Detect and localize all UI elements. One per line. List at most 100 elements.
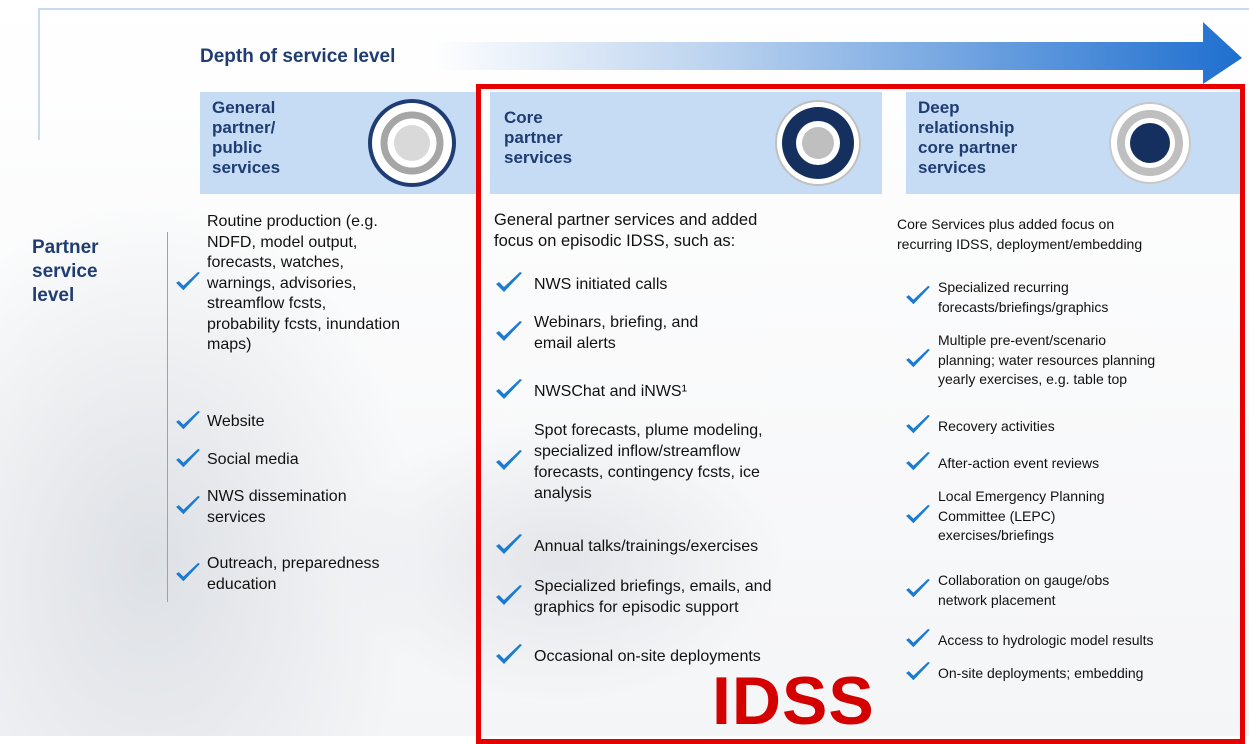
navy-ring-icon <box>775 100 861 186</box>
list-item-line: NWSChat and iNWS¹ <box>534 383 687 400</box>
check-wrapper <box>494 643 524 667</box>
check-wrapper <box>494 271 524 295</box>
list-item-line: streamflow fcsts, <box>207 295 327 312</box>
row-label-line: level <box>32 285 75 306</box>
list-item-line: Occasional on-site deployments <box>534 648 761 665</box>
checkmark-icon <box>496 321 522 341</box>
list-item-line: Multiple pre-event/scenario <box>938 332 1107 348</box>
list-item-line: Committee (LEPC) <box>938 507 1056 524</box>
check-wrapper <box>904 628 932 650</box>
list-item-line: yearly exercises, e.g. table top <box>938 371 1128 387</box>
list-item-line: warnings, advisories, <box>207 274 357 292</box>
intro-line: focus on episodic IDSS, such as: <box>494 232 736 250</box>
list-item-line: Specialized recurring <box>938 279 1069 295</box>
checkmark-icon <box>176 448 200 468</box>
list-item-line: Spot forecasts, plume modeling, <box>534 422 763 439</box>
depth-arrow <box>428 22 1242 84</box>
header-title: Core partner services <box>504 108 572 168</box>
list-item-text: Social media <box>207 450 299 471</box>
title-line: services <box>918 158 987 177</box>
list-item-line: specialized inflow/streamflow <box>534 443 741 460</box>
list-item-line: network placement <box>938 591 1056 608</box>
checkmark-icon <box>906 285 930 305</box>
checkmark-icon <box>496 644 522 664</box>
light-gray-ring-icon <box>368 99 456 187</box>
arrow-title: Depth of service level <box>200 46 396 67</box>
checkmark-icon <box>496 272 522 292</box>
list-item-line: Annual talks/trainings/exercises <box>534 538 759 555</box>
check-wrapper <box>174 410 202 432</box>
list-item-line: Outreach, preparedness <box>207 555 380 572</box>
checkmark-icon <box>496 585 522 605</box>
list-item-line: email alerts <box>534 335 616 352</box>
checkmark-icon <box>176 562 200 582</box>
checkmark-icon <box>176 271 200 291</box>
checkmark-icon <box>906 504 930 524</box>
row-label-line: service <box>32 261 98 282</box>
check-wrapper <box>904 348 932 370</box>
checkmark-icon <box>176 495 200 515</box>
check-wrapper <box>904 451 932 473</box>
list-item-line: NWS dissemination <box>207 488 347 505</box>
checkmark-icon <box>906 628 930 648</box>
check-wrapper <box>174 271 202 293</box>
list-item-line: Social media <box>207 451 299 468</box>
check-wrapper <box>494 449 524 473</box>
list-item-text: Collaboration on gauge/obs network placem… <box>938 571 1109 610</box>
check-wrapper <box>494 533 524 557</box>
check-wrapper <box>904 661 932 683</box>
checkmark-icon <box>906 414 930 434</box>
check-wrapper <box>494 320 524 344</box>
list-item-text: Routine production (e.g.NDFD, model outp… <box>207 212 400 356</box>
list-item-text: Annual talks/trainings/exercises <box>534 536 758 557</box>
core-intro: General partner services and added focus… <box>494 210 757 252</box>
check-wrapper <box>904 578 932 600</box>
checkmark-icon <box>906 661 930 681</box>
list-item-line: Webinars, briefing, and <box>534 314 699 331</box>
top-frame-lines <box>38 8 1249 140</box>
list-item-line: Collaboration on gauge/obs <box>938 572 1110 588</box>
list-item-text: After-action event reviews <box>938 454 1099 474</box>
row-label: Partner service level <box>32 236 99 308</box>
check-wrapper <box>904 414 932 436</box>
list-item-line: NWS initiated calls <box>534 276 668 293</box>
list-item-line: forecasts, watches, <box>207 254 344 271</box>
list-item-line: forecasts, contingency fcsts, ice <box>534 464 760 481</box>
list-item-line: graphics for episodic support <box>534 599 739 616</box>
core-services-header: Core partner services <box>490 92 882 194</box>
checkmark-icon <box>906 451 930 471</box>
list-item-line: exercises/briefings <box>938 527 1054 543</box>
checkmark-icon <box>906 348 930 368</box>
title-line: relationship <box>918 118 1015 137</box>
title-line: partner <box>504 128 563 147</box>
header-title: Deep relationship core partner services <box>918 98 1017 178</box>
navy-dot-target-icon <box>1109 102 1191 184</box>
list-item-text: Specialized briefings, emails, and graphi… <box>534 576 771 618</box>
intro-line: Core Services plus added focus on <box>897 216 1115 232</box>
list-item-line: Local Emergency Planning <box>938 488 1105 504</box>
list-item-text: On-site deployments; embedding <box>938 664 1143 684</box>
intro-line: General partner services and added <box>494 211 758 229</box>
list-item-line: Access to hydrologic model results <box>938 632 1154 648</box>
list-item-line: maps) <box>207 336 252 353</box>
general-services-header: General partner/ public services <box>200 92 476 194</box>
check-wrapper <box>174 495 202 517</box>
title-line: Deep <box>918 98 960 117</box>
check-wrapper <box>174 448 202 470</box>
header-title: General partner/ public services <box>212 98 280 178</box>
list-item-line: Routine production (e.g. <box>207 213 378 230</box>
check-wrapper <box>904 285 932 307</box>
list-item-line: Specialized briefings, emails, and <box>534 578 772 595</box>
checkmark-icon <box>496 450 522 470</box>
list-item-text: Webinars, briefing, and email alerts <box>534 312 698 354</box>
title-line: services <box>212 158 281 177</box>
title-line: Core <box>504 108 543 127</box>
check-wrapper <box>174 562 202 584</box>
list-item-text: Access to hydrologic model results <box>938 631 1154 651</box>
title-line: General <box>212 98 276 117</box>
list-item-line: After-action event reviews <box>938 455 1100 471</box>
list-item-line: education <box>207 575 277 593</box>
